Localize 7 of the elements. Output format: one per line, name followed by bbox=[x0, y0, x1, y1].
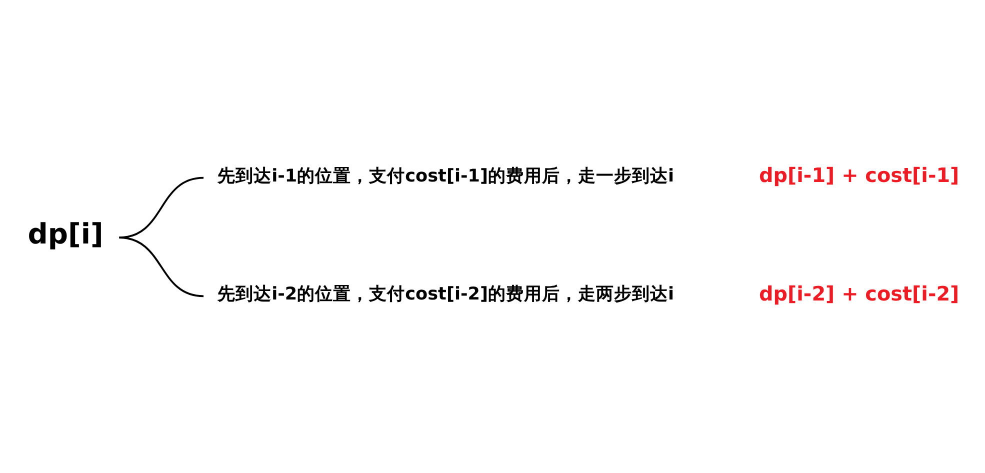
connector bbox=[118, 176, 204, 238]
node-text: dp[i] bbox=[27, 217, 103, 250]
node-label: dp[i-1] + cost[i-1] bbox=[758, 164, 959, 187]
node-text: 先到达i-2的位置，支付cost[i-2]的费用后，走两步到达i bbox=[217, 284, 674, 304]
node-text: 先到达i-1的位置，支付cost[i-1]的费用后，走一步到达i bbox=[217, 166, 674, 186]
node-label: dp[i-2] + cost[i-2] bbox=[758, 282, 959, 305]
connector bbox=[118, 236, 204, 297]
